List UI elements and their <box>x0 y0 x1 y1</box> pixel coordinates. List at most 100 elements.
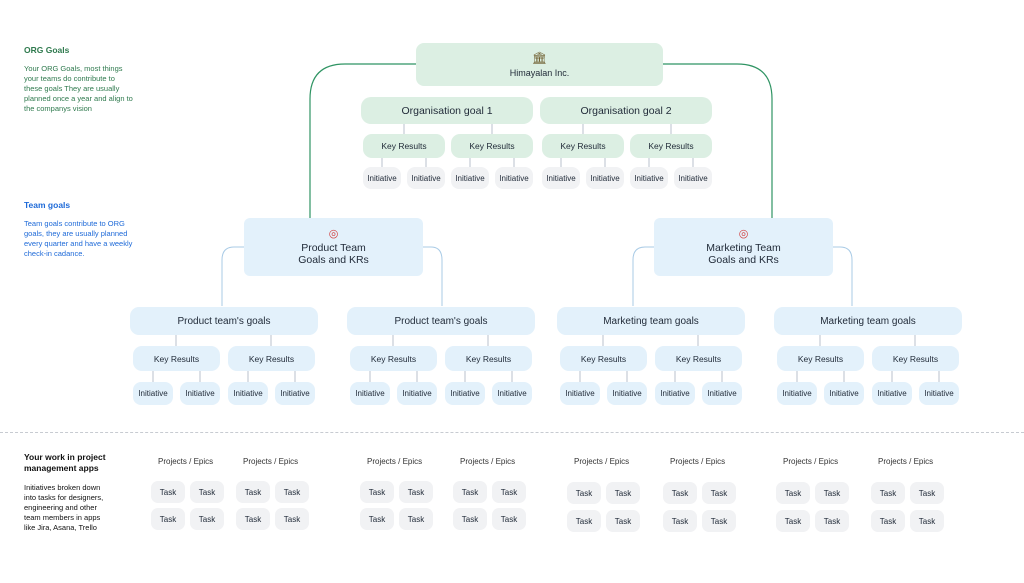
product-team-node[interactable]: ◎ Product Team Goals and KRs <box>244 218 423 276</box>
task-box[interactable]: Task <box>910 510 944 532</box>
team-goal[interactable]: Marketing team goals <box>557 307 745 335</box>
initiative-box[interactable]: Initiative <box>560 382 600 405</box>
initiative-box[interactable]: Initiative <box>919 382 959 405</box>
task-box[interactable]: Task <box>151 481 185 503</box>
task-box-label: Task <box>283 487 301 497</box>
task-box[interactable]: Task <box>910 482 944 504</box>
task-box[interactable]: Task <box>360 508 394 530</box>
task-box[interactable]: Task <box>492 508 526 530</box>
initiative-box-label: Initiative <box>660 389 690 398</box>
task-box[interactable]: Task <box>815 482 849 504</box>
task-box-label: Task <box>198 487 216 497</box>
task-box[interactable]: Task <box>663 482 697 504</box>
initiative-box[interactable]: Initiative <box>586 167 624 189</box>
task-box[interactable]: Task <box>453 508 487 530</box>
key-results-box[interactable]: Key Results <box>228 346 315 371</box>
initiative-box[interactable]: Initiative <box>872 382 912 405</box>
marketing-team-node[interactable]: ◎ Marketing Team Goals and KRs <box>654 218 833 276</box>
target-icon: ◎ <box>738 227 749 240</box>
team-goal[interactable]: Product team's goals <box>347 307 535 335</box>
initiative-box[interactable]: Initiative <box>702 382 742 405</box>
task-box[interactable]: Task <box>275 508 309 530</box>
key-results-box[interactable]: Key Results <box>451 134 533 158</box>
org-goal-1[interactable]: Organisation goal 1 <box>361 97 533 124</box>
initiative-box[interactable]: Initiative <box>824 382 864 405</box>
initiative-box[interactable]: Initiative <box>492 382 532 405</box>
task-box[interactable]: Task <box>663 510 697 532</box>
initiative-box[interactable]: Initiative <box>777 382 817 405</box>
initiative-box-label: Initiative <box>450 389 480 398</box>
initiative-box[interactable]: Initiative <box>495 167 533 189</box>
text-line: Initiatives broken down <box>24 483 101 492</box>
key-results-box[interactable]: Key Results <box>630 134 712 158</box>
team-goal[interactable]: Marketing team goals <box>774 307 962 335</box>
key-results-box-label: Key Results <box>580 353 627 364</box>
task-box[interactable]: Task <box>190 508 224 530</box>
task-box[interactable]: Task <box>702 482 736 504</box>
org-goal-2[interactable]: Organisation goal 2 <box>540 97 712 124</box>
initiative-box-label: Initiative <box>565 389 595 398</box>
initiative-box[interactable]: Initiative <box>542 167 580 189</box>
initiative-box[interactable]: Initiative <box>407 167 445 189</box>
initiative-box[interactable]: Initiative <box>363 167 401 189</box>
initiative-box[interactable]: Initiative <box>397 382 437 405</box>
key-results-box[interactable]: Key Results <box>560 346 647 371</box>
key-results-box[interactable]: Key Results <box>350 346 437 371</box>
key-results-box[interactable]: Key Results <box>363 134 445 158</box>
key-results-box-label: Key Results <box>675 353 722 364</box>
key-results-box[interactable]: Key Results <box>133 346 220 371</box>
text-line: goals, they are usually planned <box>24 229 128 238</box>
team-goal-label: Marketing team goals <box>603 315 699 327</box>
task-box-label: Task <box>198 514 216 524</box>
projects-epics-label: Projects / Epics <box>670 457 726 466</box>
initiative-box[interactable]: Initiative <box>655 382 695 405</box>
task-box[interactable]: Task <box>399 481 433 503</box>
task-box[interactable]: Task <box>567 482 601 504</box>
task-box[interactable]: Task <box>453 481 487 503</box>
task-box[interactable]: Task <box>567 510 601 532</box>
initiative-box[interactable]: Initiative <box>451 167 489 189</box>
task-box-label: Task <box>283 514 301 524</box>
initiative-box[interactable]: Initiative <box>228 382 268 405</box>
task-box[interactable]: Task <box>190 481 224 503</box>
key-results-box[interactable]: Key Results <box>445 346 532 371</box>
task-box[interactable]: Task <box>360 481 394 503</box>
root-node[interactable]: 🏛 Himayalan Inc. <box>416 43 663 86</box>
initiative-box[interactable]: Initiative <box>630 167 668 189</box>
task-box[interactable]: Task <box>702 510 736 532</box>
initiative-box-label: Initiative <box>355 389 385 398</box>
initiative-box[interactable]: Initiative <box>674 167 712 189</box>
team-subtitle: Goals and KRs <box>708 253 779 266</box>
initiative-box[interactable]: Initiative <box>350 382 390 405</box>
team-goal[interactable]: Product team's goals <box>130 307 318 335</box>
key-results-box[interactable]: Key Results <box>777 346 864 371</box>
key-results-box[interactable]: Key Results <box>872 346 959 371</box>
task-box[interactable]: Task <box>151 508 185 530</box>
task-box[interactable]: Task <box>606 510 640 532</box>
task-box[interactable]: Task <box>776 510 810 532</box>
key-results-box[interactable]: Key Results <box>542 134 624 158</box>
key-results-box-label: Key Results <box>469 141 515 151</box>
task-box[interactable]: Task <box>871 510 905 532</box>
task-box[interactable]: Task <box>236 508 270 530</box>
root-label: Himayalan Inc. <box>509 67 570 78</box>
initiative-box[interactable]: Initiative <box>180 382 220 405</box>
task-box[interactable]: Task <box>815 510 849 532</box>
initiative-box[interactable]: Initiative <box>275 382 315 405</box>
task-box[interactable]: Task <box>871 482 905 504</box>
task-box[interactable]: Task <box>236 481 270 503</box>
projects-epics-label: Projects / Epics <box>243 457 299 466</box>
team-goals-title: Team goals <box>24 200 71 210</box>
key-results-box[interactable]: Key Results <box>655 346 742 371</box>
task-box[interactable]: Task <box>776 482 810 504</box>
org-goals-title: ORG Goals <box>24 45 70 55</box>
initiative-box[interactable]: Initiative <box>133 382 173 405</box>
task-box[interactable]: Task <box>606 482 640 504</box>
task-box[interactable]: Task <box>275 481 309 503</box>
initiative-box-label: Initiative <box>707 389 737 398</box>
task-box[interactable]: Task <box>399 508 433 530</box>
initiative-box[interactable]: Initiative <box>445 382 485 405</box>
initiative-box[interactable]: Initiative <box>607 382 647 405</box>
task-box[interactable]: Task <box>492 481 526 503</box>
